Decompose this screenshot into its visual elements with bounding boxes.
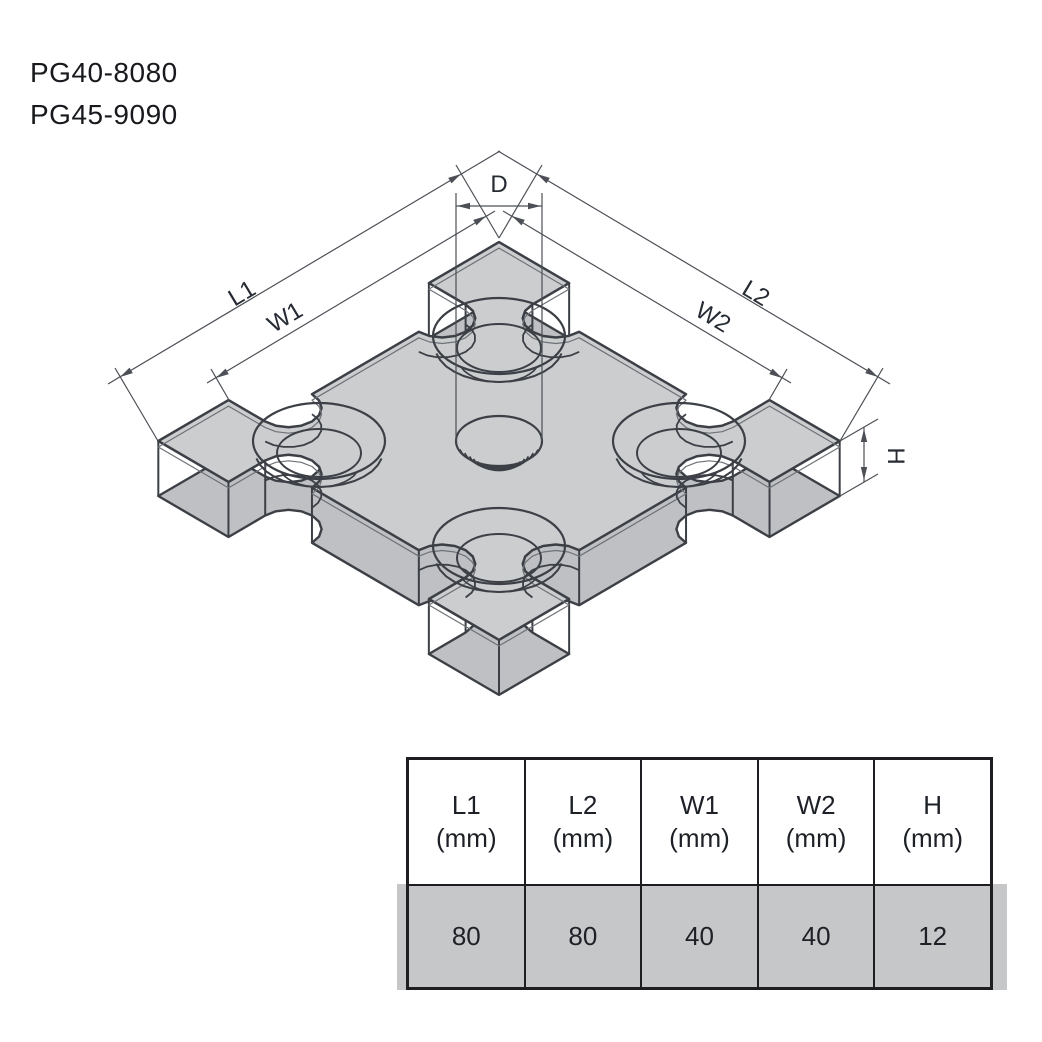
model-code-2: PG45-9090 xyxy=(30,99,178,130)
table-header-cell: L1 (mm) xyxy=(409,760,526,884)
table-value-cell: 80 xyxy=(409,886,526,987)
table-header-cell: W1 (mm) xyxy=(642,760,759,884)
dim-label-w1: W1 xyxy=(263,297,308,339)
model-code-1: PG40-8080 xyxy=(30,57,178,88)
table-value-cell: 12 xyxy=(918,921,948,951)
counterbore-holes xyxy=(251,296,747,594)
plate-top-face xyxy=(157,240,841,642)
dim-label-h: H xyxy=(882,447,909,464)
table-header-cell: H (mm) xyxy=(902,790,963,853)
dimension-table: L1 (mm) L2 (mm) W1 (mm) W2 (mm) H (mm) 8… xyxy=(406,757,993,990)
table-header-cell: L2 (mm) xyxy=(526,760,643,884)
table-header-cell: W2 (mm) xyxy=(759,760,876,884)
table-value-cell: 40 xyxy=(642,886,759,987)
dim-label-d: D xyxy=(490,171,507,198)
dimension-lines xyxy=(107,150,891,497)
model-codes: PG40-8080 PG45-9090 xyxy=(30,52,178,136)
table-value-cell: 80 xyxy=(526,886,643,987)
table-data-row-strip xyxy=(397,884,1007,990)
dim-label-l2: L2 xyxy=(737,275,774,312)
dim-label-l1: L1 xyxy=(224,275,261,312)
table-data-row: 80 80 40 40 12 xyxy=(409,886,990,987)
table-header-row: L1 (mm) L2 (mm) W1 (mm) W2 (mm) H (mm) xyxy=(409,760,990,886)
dim-label-w2: W2 xyxy=(690,297,735,339)
table-value-cell: 40 xyxy=(759,886,876,987)
